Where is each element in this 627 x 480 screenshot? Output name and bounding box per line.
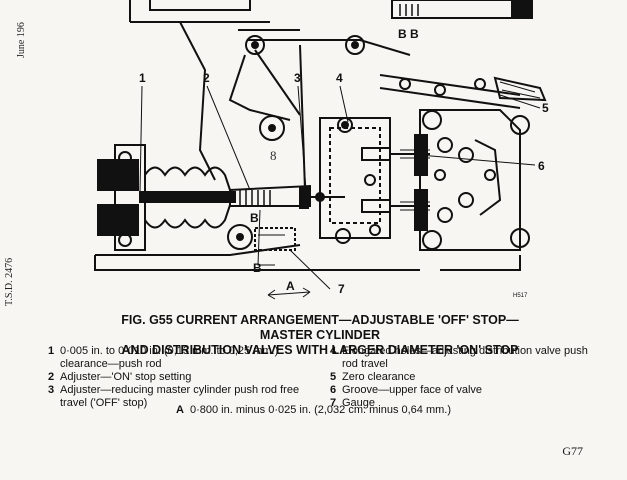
callout-6: 6	[538, 159, 545, 173]
callout-4: 4	[336, 71, 343, 85]
upper-rod	[379, 74, 547, 109]
legend-item: 3 Adjuster—reducing master cylinder push…	[48, 384, 316, 410]
technical-diagram: B B 1 2 3 4 5 6 7 B B A 8 H517	[94, 0, 549, 300]
legend-text: 0·005 in. to 0·010 in. (0,13 mm. to 0,25…	[60, 345, 279, 370]
legend-item: 5 Zero clearance	[330, 371, 416, 383]
leader-lines	[139, 85, 541, 290]
master-cylinder	[97, 144, 236, 251]
legend-text: Groove—upper face of valve	[342, 384, 483, 396]
callout-3: 3	[294, 71, 301, 85]
section-mark-bottom: B	[253, 261, 262, 275]
base-plate	[94, 224, 420, 271]
top-bracket	[129, 0, 300, 181]
figure-code: H517	[513, 293, 528, 299]
page-number: G77	[562, 444, 583, 458]
distribution-valve-body	[319, 117, 430, 239]
footnote-text: 0·800 in. minus 0·025 in. (2,032 cm. min…	[189, 404, 452, 416]
callout-7: 7	[338, 282, 345, 296]
legend-text: Adjuster—reducing master cylinder push r…	[60, 384, 300, 409]
dimension-label: A	[286, 279, 295, 293]
legend-item: 4 Elongated holes—adjusting distribution…	[330, 345, 592, 371]
push-rod	[229, 184, 345, 209]
footnote: A 0·800 in. minus 0·025 in. (2,032 cm. mi…	[176, 404, 451, 416]
legend-right: 4 Elongated holes—adjusting distribution…	[330, 345, 592, 410]
caption-line-2: AND DISTRIBUTION VALVES WITH LARGER DIAM…	[121, 343, 519, 357]
section-mark-top: B	[250, 211, 259, 225]
section-bb-inset	[391, 0, 533, 19]
legend-item: 7 Gauge	[330, 397, 376, 409]
dimension-a	[267, 287, 311, 300]
valve-cluster	[414, 109, 530, 271]
lever-linkage	[228, 35, 411, 191]
callout-1: 1	[139, 71, 146, 85]
legend-text: Gauge	[342, 397, 376, 409]
legend-left: 1 0·005 in. to 0·010 in. (0,13 mm. to 0,…	[48, 345, 316, 410]
footnote-label: A	[176, 404, 184, 416]
legend-item: 1 0·005 in. to 0·010 in. (0,13 mm. to 0,…	[48, 345, 316, 371]
callout-2: 2	[203, 71, 210, 85]
legend-item: 2 Adjuster—'ON' stop setting	[48, 371, 192, 383]
caption-line-1: FIG. G55 CURRENT ARRANGEMENT—ADJUSTABLE …	[121, 313, 519, 342]
legend-item: 6 Groove—upper face of valve	[330, 384, 483, 396]
figure-caption: FIG. G55 CURRENT ARRANGEMENT—ADJUSTABLE …	[95, 313, 545, 358]
section-label: B B	[398, 27, 419, 41]
sketch-mark: 8	[270, 148, 277, 163]
callout-5: 5	[542, 101, 549, 115]
legend-text: Adjuster—'ON' stop setting	[60, 371, 192, 383]
legend-text: Zero clearance	[342, 371, 416, 383]
legend-text: Elongated holes—adjusting distribution v…	[342, 345, 588, 370]
